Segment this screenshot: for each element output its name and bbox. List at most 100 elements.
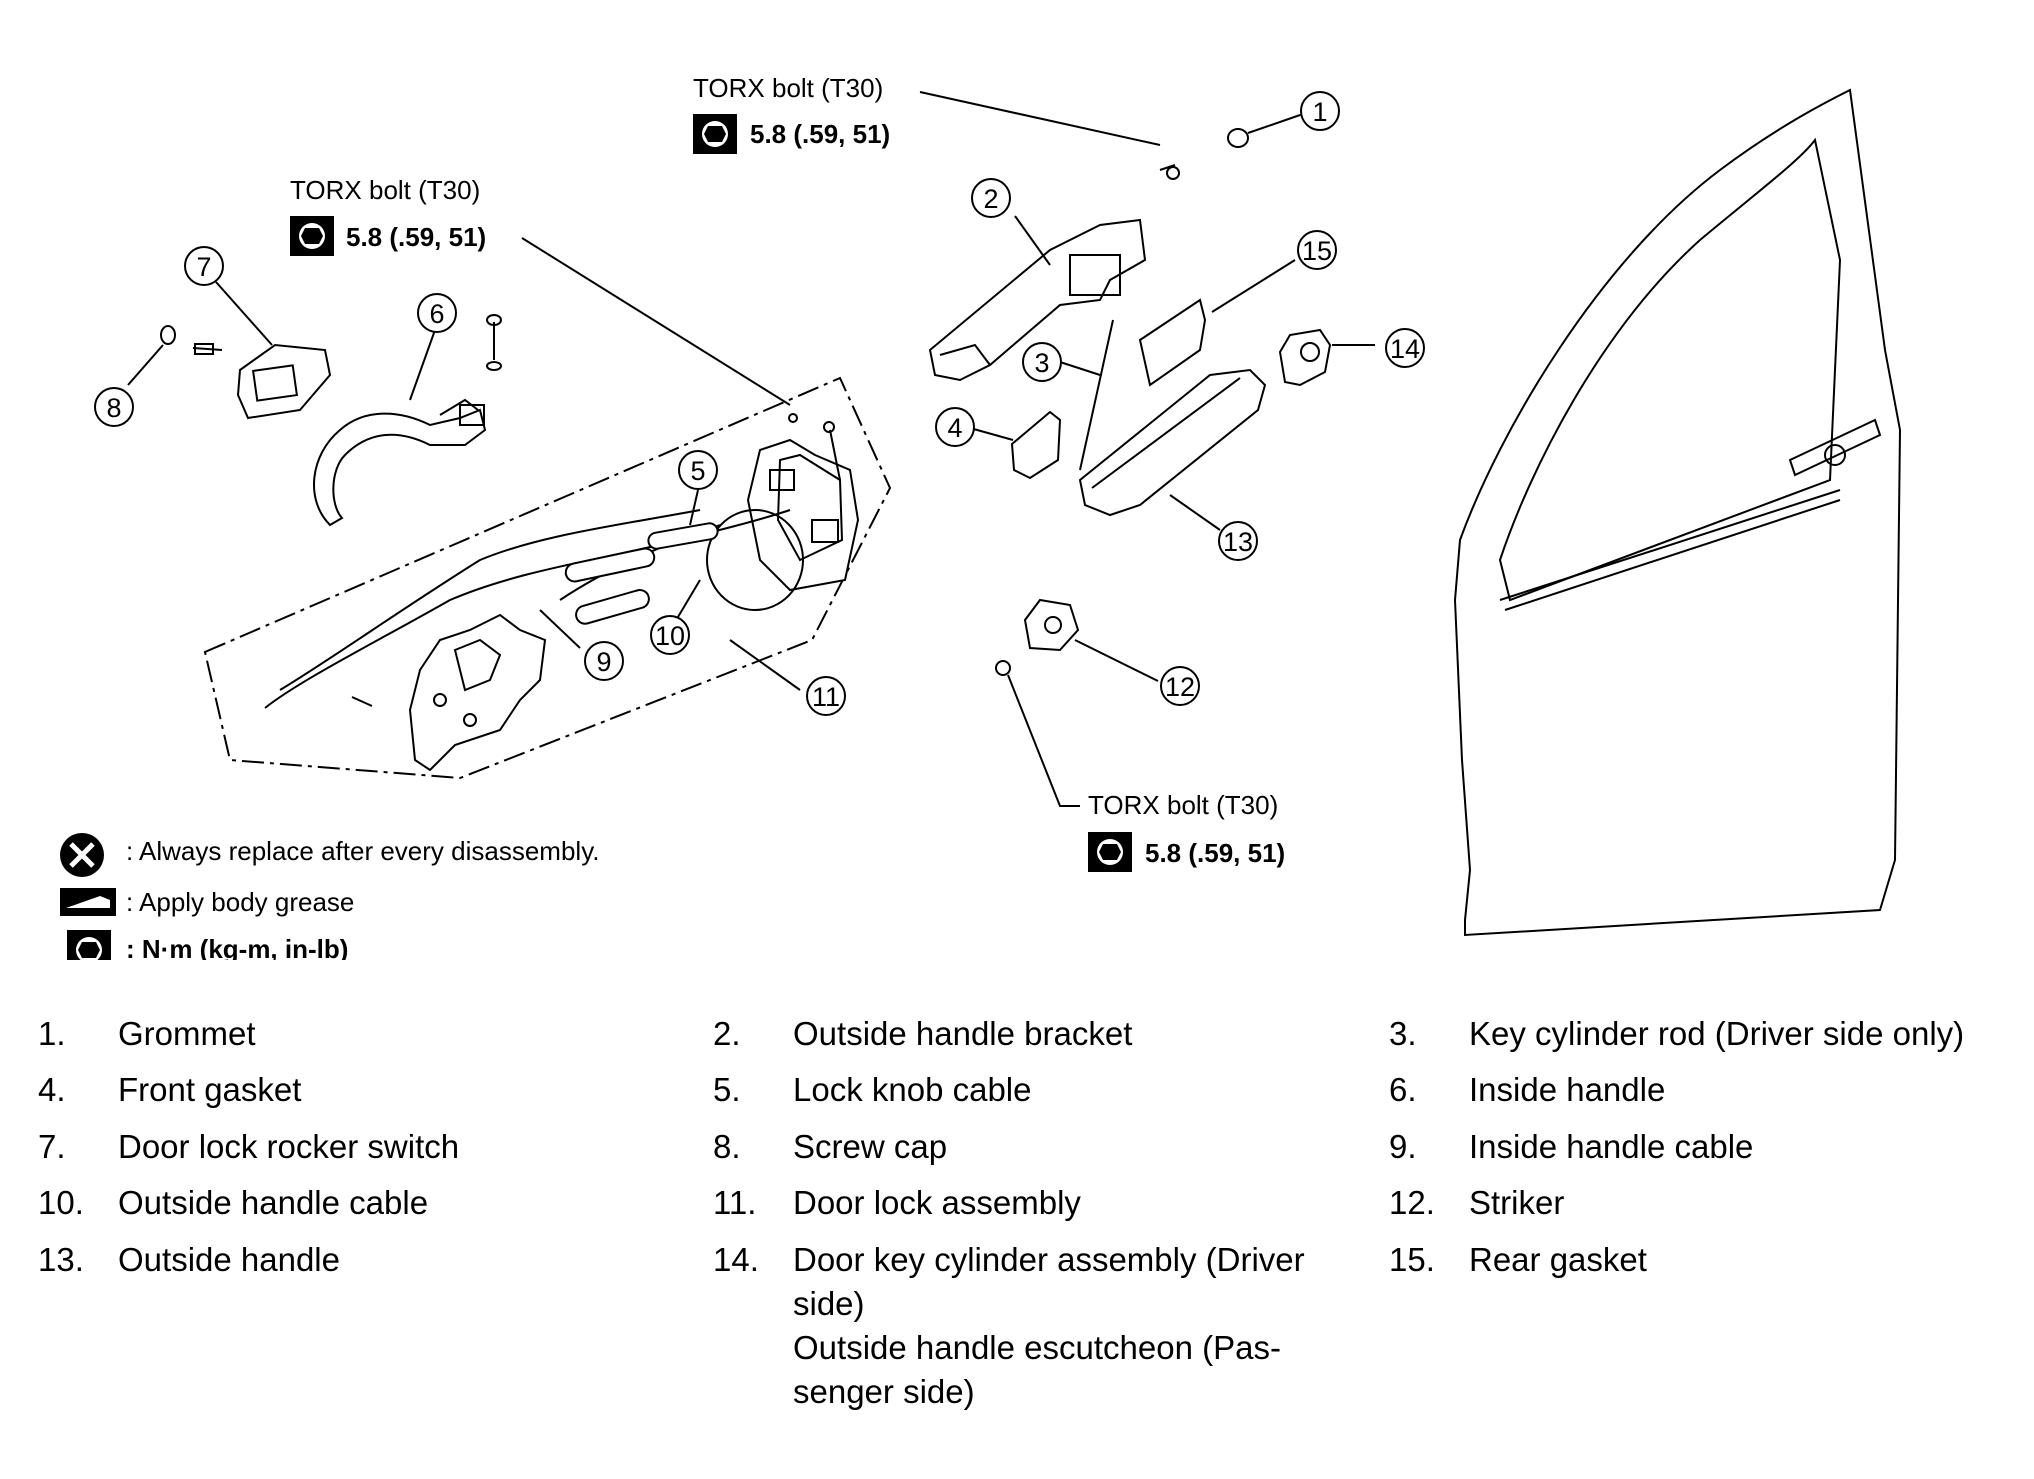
torx-value: 5.8 (.59, 51) xyxy=(346,222,486,252)
part-number: 15. xyxy=(1389,1241,1435,1278)
torx-value: 5.8 (.59, 51) xyxy=(1145,838,1285,868)
part-number: 14. xyxy=(713,1241,759,1278)
grease-icon xyxy=(60,888,116,916)
list-item: 6.Inside handle xyxy=(1389,1068,2029,1118)
callout-14: 14 xyxy=(1385,328,1425,368)
outside-handle xyxy=(1078,368,1267,517)
part-number: 3. xyxy=(1389,1015,1417,1052)
legend: : Always replace after every disassembly… xyxy=(60,833,599,960)
list-item: 12. Striker xyxy=(1389,1181,2029,1231)
callout-11: 11 xyxy=(806,676,846,716)
callout-number: 10 xyxy=(655,621,685,651)
list-item: 5. Lock knob cable xyxy=(713,1068,1353,1118)
callout-3: 3 xyxy=(1022,342,1062,382)
door-lock-rocker-switch xyxy=(160,325,332,420)
list-item: 9. Inside handle cable xyxy=(1389,1125,2029,1175)
torque-wrench-icon xyxy=(67,930,111,960)
torque-wrench-icon xyxy=(1088,832,1132,872)
door-key-cylinder xyxy=(1278,328,1332,387)
part-number: 7. xyxy=(38,1128,66,1165)
legend-replace-text: : Always replace after every disassembly… xyxy=(126,836,599,866)
door-panel xyxy=(1453,88,1902,937)
callout-7: 7 xyxy=(184,246,224,286)
callout-13: 13 xyxy=(1218,521,1258,561)
callout-number: 12 xyxy=(1165,672,1195,702)
torx-callout-left: TORX bolt (T30) 5.8 (.59, 51) xyxy=(290,175,791,406)
list-item: 8. Screw cap xyxy=(713,1125,1353,1175)
part-name: Grommet xyxy=(118,1015,256,1052)
torx-label: TORX bolt (T30) xyxy=(290,175,480,205)
part-number: 11. xyxy=(713,1184,757,1221)
list-item: 7.Door lock rocker switch xyxy=(38,1125,678,1175)
part-name: Inside handle cable xyxy=(1469,1128,1754,1165)
part-name: Outside handle xyxy=(118,1241,340,1278)
door-lock-assembly xyxy=(706,413,860,611)
callout-number: 14 xyxy=(1390,334,1420,364)
callout-4: 4 xyxy=(935,407,975,447)
list-item: 3. Key cylinder rod (Driver side only) xyxy=(1389,1012,2029,1062)
callout-number: 7 xyxy=(196,252,211,282)
part-name: Key cylinder rod (Driver side only) xyxy=(1469,1015,1965,1052)
callout-15: 15 xyxy=(1297,230,1337,270)
part-number: 10. xyxy=(38,1184,84,1221)
callout-circles: 1 2 3 4 5 6 7 8 9 10 11 12 13 14 15 xyxy=(94,91,1425,716)
part-name: Door key cylinder assembly (Driver side)… xyxy=(793,1241,1305,1410)
callout-number: 6 xyxy=(429,299,444,329)
callout-number: 5 xyxy=(690,456,705,486)
callout-6: 6 xyxy=(417,293,457,333)
door-lock-group-outline xyxy=(203,376,892,780)
part-number: 5. xyxy=(713,1071,741,1108)
part-name: Front gasket xyxy=(118,1071,302,1108)
part-name: Striker xyxy=(1469,1184,1565,1221)
latch-plate xyxy=(351,613,547,772)
list-item: 1. Grommet xyxy=(38,1012,678,1062)
cables xyxy=(264,509,791,709)
part-name: Outside handle cable xyxy=(118,1184,429,1221)
rear-gasket xyxy=(1138,298,1207,387)
callout-5: 5 xyxy=(678,450,718,490)
torque-wrench-icon xyxy=(290,216,334,256)
parts-list: 1. Grommet 2. Outside handle bracket 3. Key… xyxy=(0,1000,2034,1440)
torx-label: TORX bolt (T30) xyxy=(1088,790,1278,820)
part-name: Screw cap xyxy=(793,1128,948,1165)
front-gasket xyxy=(1010,410,1062,480)
part-number: 4. xyxy=(38,1071,66,1108)
part-name: Rear gasket xyxy=(1469,1241,1647,1278)
inside-handle xyxy=(313,314,502,527)
callout-number: 15 xyxy=(1302,236,1332,266)
outside-handle-bracket xyxy=(928,128,1249,471)
callout-8: 8 xyxy=(94,387,134,427)
torx-callout-top: TORX bolt (T30) 5.8 (.59, 51) xyxy=(693,73,1161,154)
part-name: Lock knob cable xyxy=(793,1071,1032,1108)
legend-torque-text: : N·m (kg-m, in-lb) xyxy=(126,934,348,960)
torque-wrench-icon xyxy=(693,114,737,154)
callout-number: 1 xyxy=(1312,97,1327,127)
part-name: Inside handle xyxy=(1469,1071,1666,1108)
part-number: 9. xyxy=(1389,1128,1417,1165)
callout-number: 9 xyxy=(596,647,611,677)
list-item: 13. Outside handle xyxy=(38,1238,678,1288)
part-number: 13. xyxy=(38,1241,84,1278)
exploded-door-diagram: TORX bolt (T30) 5.8 (.59, 51) TORX bolt … xyxy=(60,73,1902,960)
torx-label: TORX bolt (T30) xyxy=(693,73,883,103)
part-name: Door lock assembly xyxy=(793,1184,1081,1221)
part-number: 1. xyxy=(38,1015,66,1052)
list-item: 10. Outside handle cable xyxy=(38,1181,678,1231)
part-number: 12. xyxy=(1389,1184,1435,1221)
list-item: 15. Rear gasket xyxy=(1389,1238,2029,1288)
part-number: 2. xyxy=(713,1015,741,1052)
legend-grease-text: : Apply body grease xyxy=(126,887,354,917)
torx-value: 5.8 (.59, 51) xyxy=(750,119,890,149)
callout-12: 12 xyxy=(1160,666,1200,706)
torx-callout-bottom: TORX bolt (T30) 5.8 (.59, 51) xyxy=(1007,674,1285,872)
list-item: 2. Outside handle bracket xyxy=(713,1012,1353,1062)
list-item: 11. Door lock assembly xyxy=(713,1181,1353,1231)
callout-number: 2 xyxy=(983,184,998,214)
part-number: 8. xyxy=(713,1128,741,1165)
list-item: 4. Front gasket xyxy=(38,1068,678,1118)
list-item: 14. Door key cylinder assembly (Driver si… xyxy=(713,1238,1353,1428)
part-name: Outside handle bracket xyxy=(793,1015,1133,1052)
callout-number: 11 xyxy=(812,682,840,712)
callout-number: 4 xyxy=(947,413,962,443)
callout-9: 9 xyxy=(584,641,624,681)
